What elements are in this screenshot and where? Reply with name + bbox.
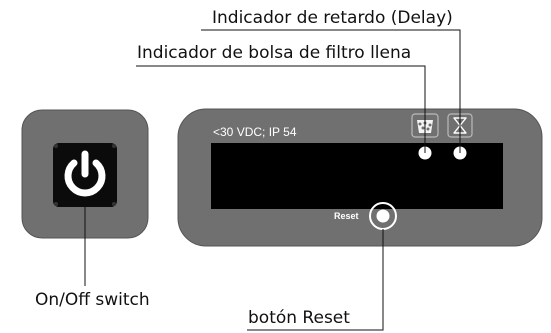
reset-text: Reset (334, 211, 359, 221)
filter-bag-leader-line (136, 65, 426, 153)
power-icon (64, 150, 106, 197)
filter-bag-indicator-label: Indicador de bolsa de filtro llena (137, 43, 411, 63)
reset-button-label: botón Reset (248, 308, 350, 328)
spec-text: <30 VDC; IP 54 (213, 125, 297, 139)
delay-leader-line (201, 29, 461, 153)
reset-leader-line (247, 229, 384, 331)
onoff-switch-label: On/Off switch (35, 290, 150, 310)
delay-indicator-label: Indicador de retardo (Delay) (212, 8, 453, 28)
onoff-switch-button[interactable] (53, 143, 117, 207)
